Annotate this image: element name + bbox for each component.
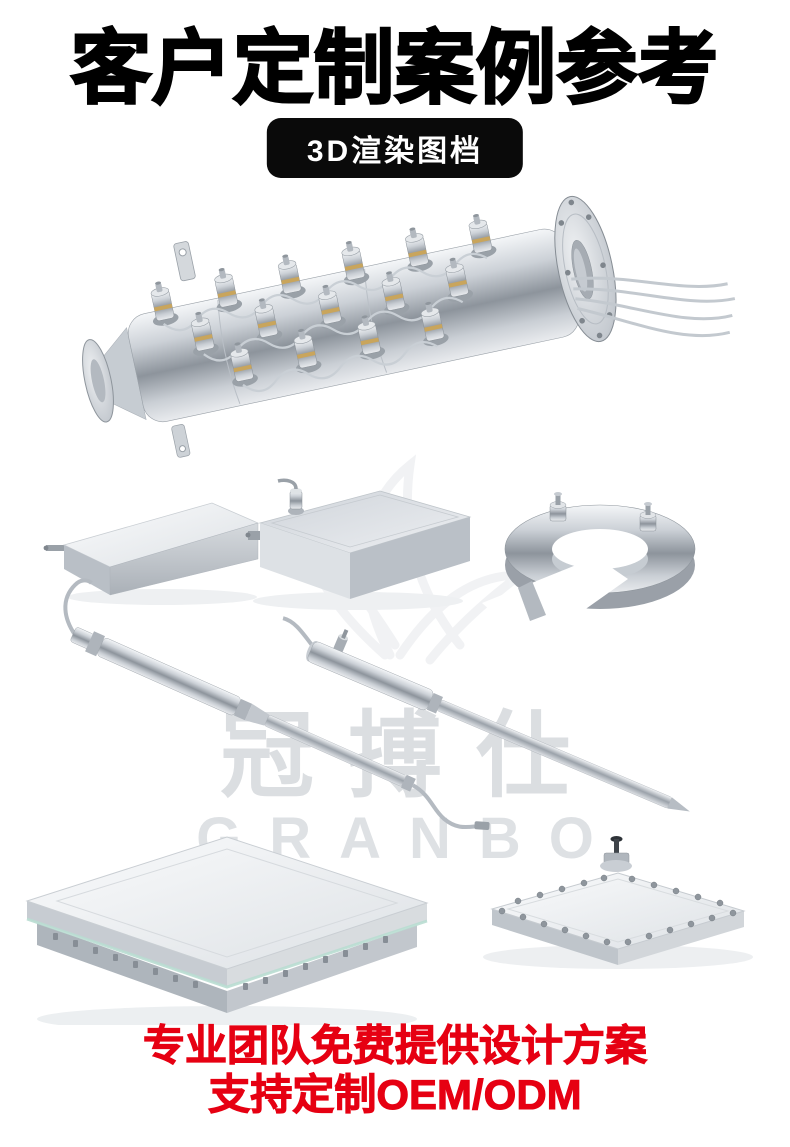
- product-renders-canvas: [25, 195, 753, 1025]
- footer-slogan: 专业团队免费提供设计方案 支持定制OEM/ODM: [0, 1022, 790, 1119]
- heating-platen-render: [25, 836, 429, 1025]
- page-title: 客户定制案例参考: [70, 23, 720, 115]
- badge-3d-render: 3D渲染图档: [266, 118, 524, 178]
- wedge-block-heater-render: [43, 502, 260, 605]
- rectangular-box-heater-render: [245, 478, 472, 610]
- bolted-plate-heater-render: [483, 836, 753, 969]
- footer-line1: 专业团队免费提供设计方案: [142, 1022, 647, 1070]
- cartridge-heater-right-render: [282, 616, 690, 812]
- open-ring-heater-render: [482, 491, 696, 647]
- cartridge-heater-left-render: [63, 578, 490, 831]
- product-stage: 冠搏仕 GRANBO: [0, 175, 790, 1025]
- flanged-manifold-heater-render: [82, 195, 736, 458]
- footer-line2: 支持定制OEM/ODM: [208, 1070, 582, 1118]
